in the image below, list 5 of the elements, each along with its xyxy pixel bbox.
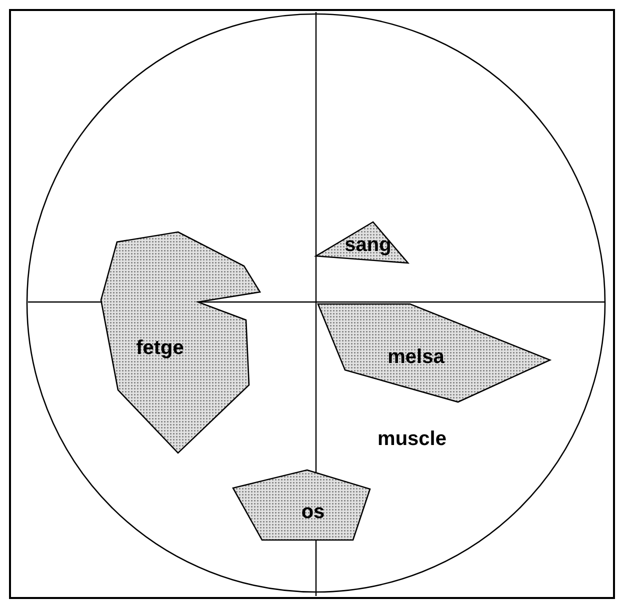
region-label: fetge — [136, 338, 184, 358]
region-label: melsa — [388, 347, 444, 367]
region-label: sang — [344, 235, 392, 255]
region-label: muscle — [378, 429, 446, 449]
region-label: os — [301, 502, 325, 522]
